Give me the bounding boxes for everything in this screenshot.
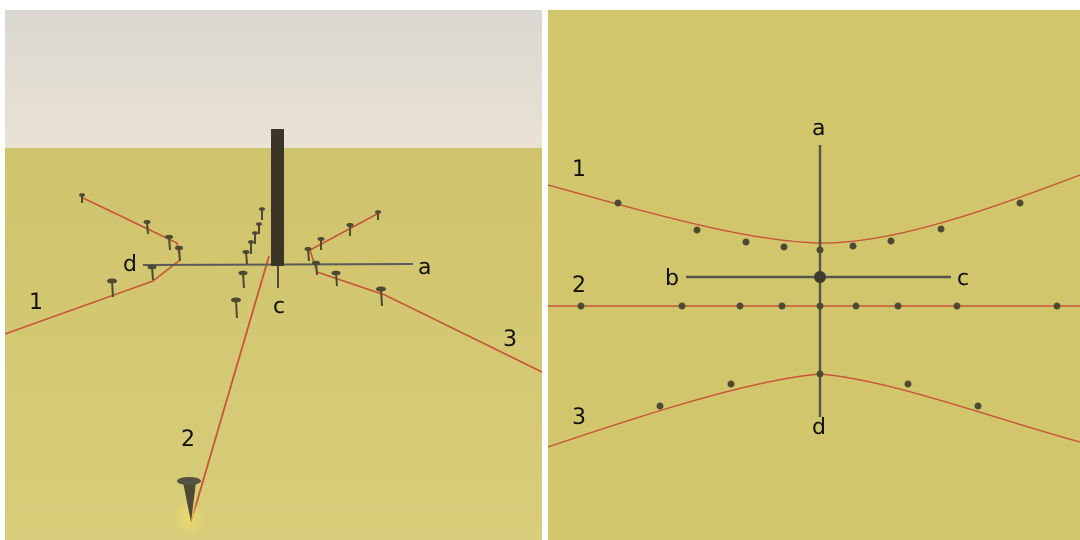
axis-label-c: c	[957, 266, 969, 291]
ground-plane-top	[548, 10, 1080, 540]
stake	[147, 264, 157, 281]
stake-dot	[816, 302, 824, 310]
stake	[79, 193, 85, 203]
stake-dot	[816, 246, 824, 254]
line-label-1: 1	[29, 290, 43, 315]
stake-dot	[953, 302, 961, 310]
stake-dot	[887, 237, 895, 245]
stake-dot	[577, 302, 585, 310]
stake-dots	[577, 199, 1061, 410]
axis-label-c: c	[273, 294, 285, 319]
perspective-view-svg: d a c 1 2 3	[5, 10, 542, 540]
stake-dot	[656, 402, 664, 410]
stake-dot	[894, 302, 902, 310]
line-label-3: 3	[503, 327, 517, 352]
foreground-stake-head	[177, 477, 201, 485]
line-label-1: 1	[572, 157, 586, 182]
stake	[165, 234, 173, 251]
central-post-top	[814, 271, 826, 283]
stake	[107, 278, 117, 298]
stake	[312, 260, 320, 276]
string-line-2	[190, 255, 270, 523]
stake	[248, 240, 254, 254]
stake-dot	[1016, 199, 1024, 207]
stake	[259, 207, 265, 220]
axis-label-a: a	[812, 116, 825, 141]
stake	[346, 223, 354, 236]
stake-dot	[727, 380, 735, 388]
stake-dot	[904, 380, 912, 388]
line-label-3: 3	[572, 405, 586, 430]
stake-dot	[849, 242, 857, 250]
top-view-panel: a b c d 1 2 3	[548, 10, 1080, 540]
stake-dot	[778, 302, 786, 310]
stake-dot	[693, 226, 701, 234]
perspective-view-panel: d a c 1 2 3	[5, 10, 542, 540]
stake	[242, 250, 250, 265]
stake-dot	[780, 243, 788, 251]
axis-label-d: d	[812, 415, 826, 440]
stake-dot	[736, 302, 744, 310]
stake-dot	[852, 302, 860, 310]
stake	[317, 237, 325, 250]
line-label-2: 2	[181, 427, 195, 452]
line-label-2: 2	[572, 273, 586, 298]
stake-dot	[974, 402, 982, 410]
sky	[5, 10, 542, 148]
axis-label-a: a	[418, 255, 431, 280]
stake-dot	[614, 199, 622, 207]
stake	[252, 231, 258, 244]
stake	[231, 297, 241, 319]
stake	[175, 245, 183, 262]
stake	[376, 286, 386, 307]
stake	[375, 210, 381, 220]
stake	[304, 247, 312, 262]
top-view-svg: a b c d 1 2 3	[548, 10, 1080, 540]
stake	[238, 270, 248, 289]
stake-glow	[173, 500, 205, 536]
stake	[331, 270, 341, 287]
central-post	[271, 129, 284, 266]
axis-label-d: d	[123, 252, 137, 277]
axis-label-b: b	[665, 266, 679, 291]
foreground-stake	[183, 482, 196, 522]
stake-dot	[937, 225, 945, 233]
stake-dot	[742, 238, 750, 246]
stake-dot	[816, 370, 824, 378]
stake-dot	[678, 302, 686, 310]
stake	[256, 222, 262, 234]
stake	[143, 220, 151, 235]
stakes	[79, 193, 386, 319]
stake-dot	[1053, 302, 1061, 310]
